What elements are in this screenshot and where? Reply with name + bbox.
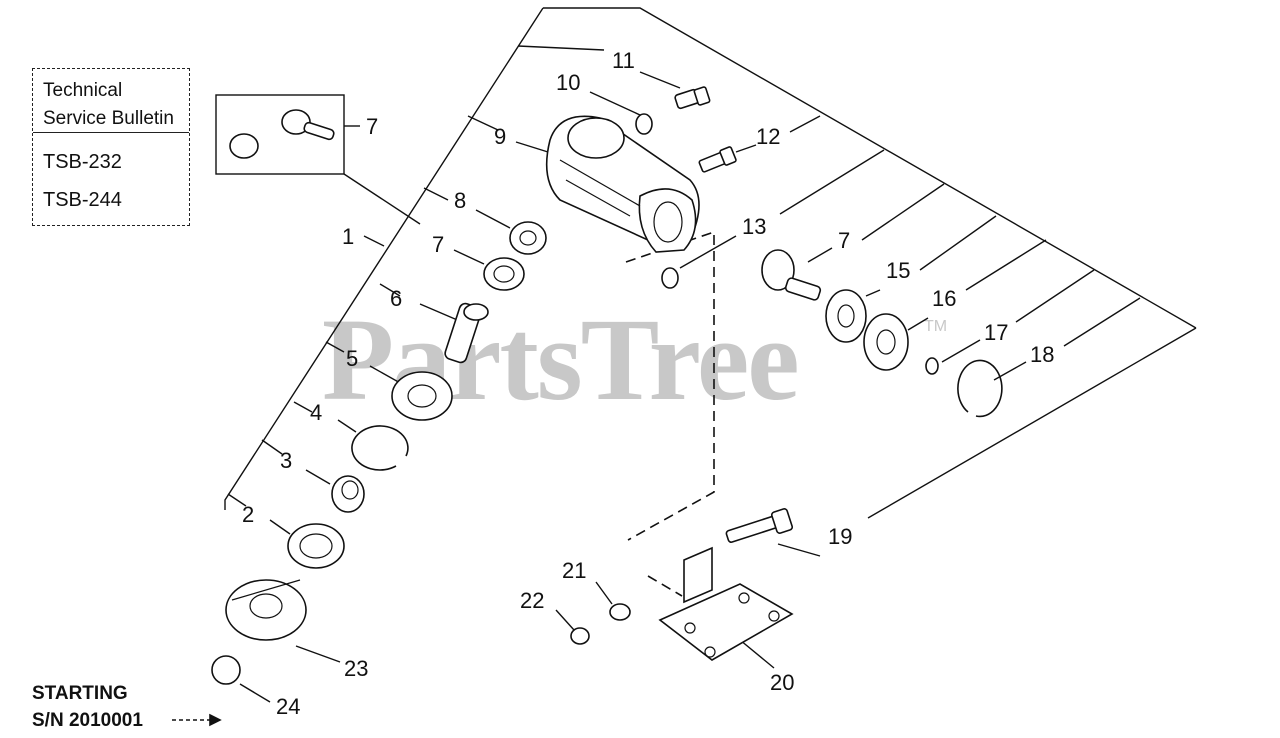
callout-7-right: 7 [838, 228, 850, 253]
gear-7-right [761, 249, 822, 301]
screw-12 [698, 146, 737, 173]
gear-7 [483, 257, 525, 291]
frame-bottom [867, 327, 1197, 519]
nut-22 [570, 627, 590, 645]
callout-3: 3 [280, 448, 292, 473]
callout-18: 18 [1030, 342, 1054, 367]
washer-10 [635, 113, 653, 135]
leader-lines [227, 45, 1141, 703]
seal-2 [287, 523, 345, 569]
callout-22: 22 [520, 588, 544, 613]
callout-5: 5 [346, 346, 358, 371]
callout-6: 6 [390, 286, 402, 311]
callout-7-inset: 7 [366, 114, 378, 139]
bulletin-link-tsb-244[interactable]: TSB-244 [43, 189, 122, 211]
callout-17: 17 [984, 320, 1008, 345]
bracket-20 [658, 546, 794, 661]
callout-11: 11 [612, 48, 635, 73]
bearing-15 [825, 289, 867, 343]
serial-note: STARTING S/N 2010001 [32, 680, 143, 734]
callout-16: 16 [932, 286, 956, 311]
frame-top [543, 7, 1197, 329]
washer-13 [661, 267, 679, 289]
callout-7: 7 [432, 232, 444, 257]
washer-24 [211, 655, 241, 685]
callout-21: 21 [562, 558, 586, 583]
dash-path-main [625, 230, 715, 541]
frame-left [224, 7, 544, 510]
serial-line1: STARTING [32, 683, 128, 704]
dash-path-bracket [647, 575, 683, 597]
bulletin-line2: Service Bulletin [43, 108, 174, 129]
service-bulletin-header: Technical Service Bulletin [33, 69, 189, 133]
callout-1: 1 [342, 224, 354, 249]
bearing-8 [509, 221, 547, 255]
bearing-5 [391, 371, 453, 421]
callout-9: 9 [494, 124, 506, 149]
inset-gear [229, 109, 335, 159]
bulletin-link-tsb-232[interactable]: TSB-232 [43, 151, 122, 173]
bolt-19 [725, 508, 794, 543]
bulletin-line1: Technical [43, 80, 123, 101]
washer-21 [609, 603, 631, 621]
callout-2: 2 [242, 502, 254, 527]
watermark-tm: TM [924, 318, 948, 335]
callout-24: 24 [276, 694, 300, 719]
callout-4: 4 [310, 400, 322, 425]
bushing-3 [331, 475, 365, 513]
snap-ring-18 [957, 359, 1003, 418]
cover-23 [225, 579, 307, 641]
callout-12: 12 [756, 124, 780, 149]
callout-23: 23 [344, 656, 368, 681]
callout-numbers: 1 2 3 4 5 6 7 7 7 8 9 10 11 12 13 15 16 … [242, 48, 1054, 719]
service-bulletin-box: Technical Service Bulletin TSB-232 TSB-2… [32, 68, 190, 226]
callout-15: 15 [886, 258, 910, 283]
bolt-11 [674, 86, 711, 110]
callout-20: 20 [770, 670, 794, 695]
callout-13: 13 [742, 214, 766, 239]
bearing-16 [863, 313, 909, 371]
gear-housing [545, 115, 700, 253]
serial-line2: S/N 2010001 [32, 710, 143, 731]
ring-17 [925, 357, 939, 375]
inset-box [215, 94, 345, 175]
callout-10: 10 [556, 70, 580, 95]
callout-19: 19 [828, 524, 852, 549]
callout-8: 8 [454, 188, 466, 213]
snap-ring-4 [351, 425, 409, 471]
shaft-6 [444, 302, 489, 364]
